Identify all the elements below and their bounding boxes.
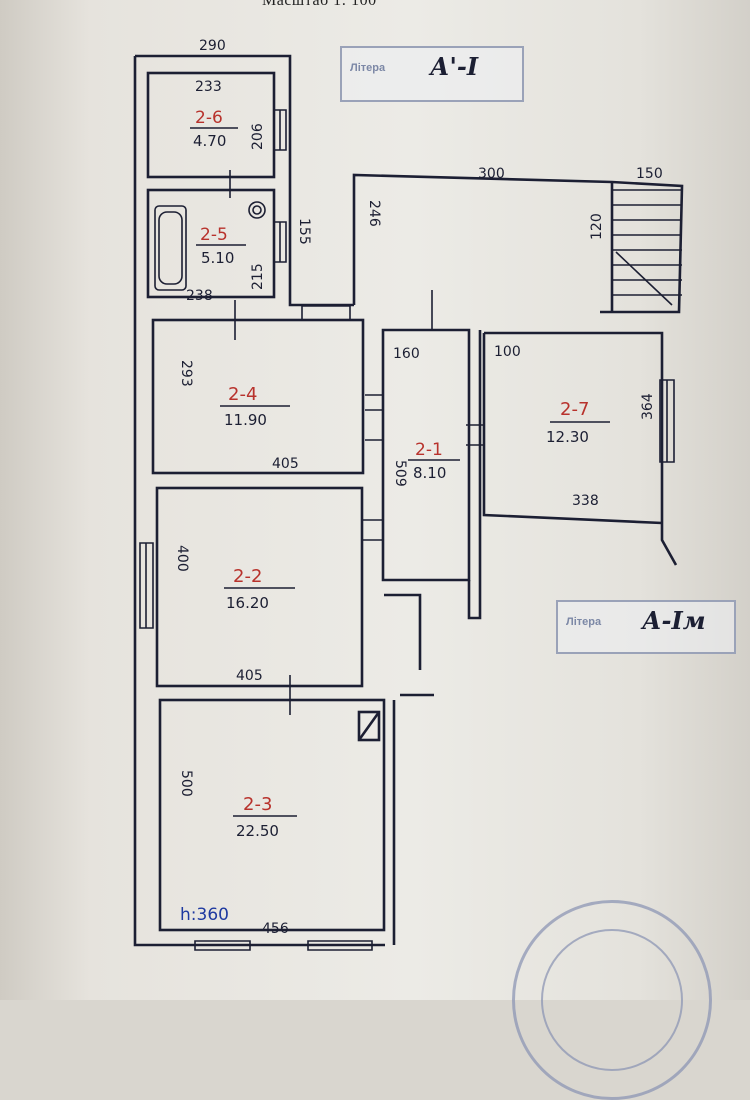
letter-stamp-bottom: Літера А-Ім bbox=[556, 600, 736, 654]
room-label-2-5: 2-5 5.10 bbox=[196, 225, 246, 267]
dim-room-2-4-height: 293 bbox=[178, 360, 194, 387]
plan-fixtures bbox=[139, 109, 682, 951]
dim-stair-height: 120 bbox=[589, 213, 605, 240]
room-area-2-4: 11.90 bbox=[224, 411, 267, 429]
dim-outer-width: 290 bbox=[199, 38, 226, 54]
room-id-2-1: 2-1 bbox=[415, 440, 443, 460]
room-id-2-4: 2-4 bbox=[228, 384, 257, 405]
plan-walls bbox=[133, 54, 684, 947]
dim-room-2-5-width: 238 bbox=[186, 288, 213, 304]
room-area-2-3: 22.50 bbox=[236, 822, 279, 840]
room-id-2-3: 2-3 bbox=[243, 794, 272, 815]
dim-room-2-2-height: 400 bbox=[174, 545, 190, 572]
dim-room-2-6-height: 206 bbox=[250, 123, 266, 150]
dim-room-2-3-width: 456 bbox=[262, 921, 289, 937]
dim-wc-height: 155 bbox=[296, 218, 312, 245]
floor-plan: 2-6 4.70 2-5 5.10 2-4 11.90 2-1 8.10 2-7… bbox=[133, 38, 684, 951]
room-area-2-2: 16.20 bbox=[226, 594, 269, 612]
room-label-2-1: 2-1 8.10 bbox=[408, 440, 460, 482]
dim-room-2-4-width: 405 bbox=[272, 456, 299, 472]
room-label-2-4: 2-4 11.90 bbox=[220, 384, 290, 429]
dim-room-2-7-top: 100 bbox=[494, 344, 521, 360]
room-area-2-1: 8.10 bbox=[413, 464, 446, 482]
room-id-2-2: 2-2 bbox=[233, 566, 262, 587]
room-area-2-7: 12.30 bbox=[546, 428, 589, 446]
dim-room-2-7-height: 364 bbox=[640, 393, 656, 420]
dim-room-2-6-width: 233 bbox=[195, 79, 222, 95]
room-label-2-2: 2-2 16.20 bbox=[224, 566, 295, 612]
dim-corridor-length: 509 bbox=[392, 460, 408, 487]
ceiling-height-note: h:360 bbox=[180, 905, 229, 925]
dim-balcony-width: 300 bbox=[478, 166, 505, 182]
dim-room-2-5-height: 215 bbox=[250, 263, 266, 290]
letter-stamp-top: Літера А'-І bbox=[340, 46, 524, 102]
dim-balcony-height: 246 bbox=[366, 200, 382, 227]
room-id-2-5: 2-5 bbox=[200, 225, 228, 245]
room-label-2-6: 2-6 4.70 bbox=[190, 108, 238, 150]
dim-room-2-2-width: 405 bbox=[236, 668, 263, 684]
room-label-2-3: 2-3 22.50 bbox=[233, 794, 297, 840]
room-id-2-6: 2-6 bbox=[195, 108, 223, 128]
stamp-label: Літера bbox=[566, 616, 602, 628]
stamp-value: А'-І bbox=[430, 52, 479, 81]
room-area-2-5: 5.10 bbox=[201, 249, 234, 267]
room-label-2-7: 2-7 12.30 bbox=[546, 399, 610, 446]
room-area-2-6: 4.70 bbox=[193, 132, 226, 150]
stamp-label: Літера bbox=[350, 62, 386, 74]
dimension-labels: 290 233 206 155 215 238 300 246 150 120 … bbox=[174, 38, 663, 937]
dim-room-2-7-width: 338 bbox=[572, 493, 599, 509]
round-seal-icon bbox=[512, 900, 712, 1100]
scale-caption: Масштаб 1: 100 bbox=[262, 0, 377, 9]
stamp-value: А-Ім bbox=[642, 606, 706, 635]
dim-corridor-width: 160 bbox=[393, 346, 420, 362]
dim-stair-width: 150 bbox=[636, 166, 663, 182]
dim-room-2-3-height: 500 bbox=[178, 770, 194, 797]
room-id-2-7: 2-7 bbox=[560, 399, 589, 420]
